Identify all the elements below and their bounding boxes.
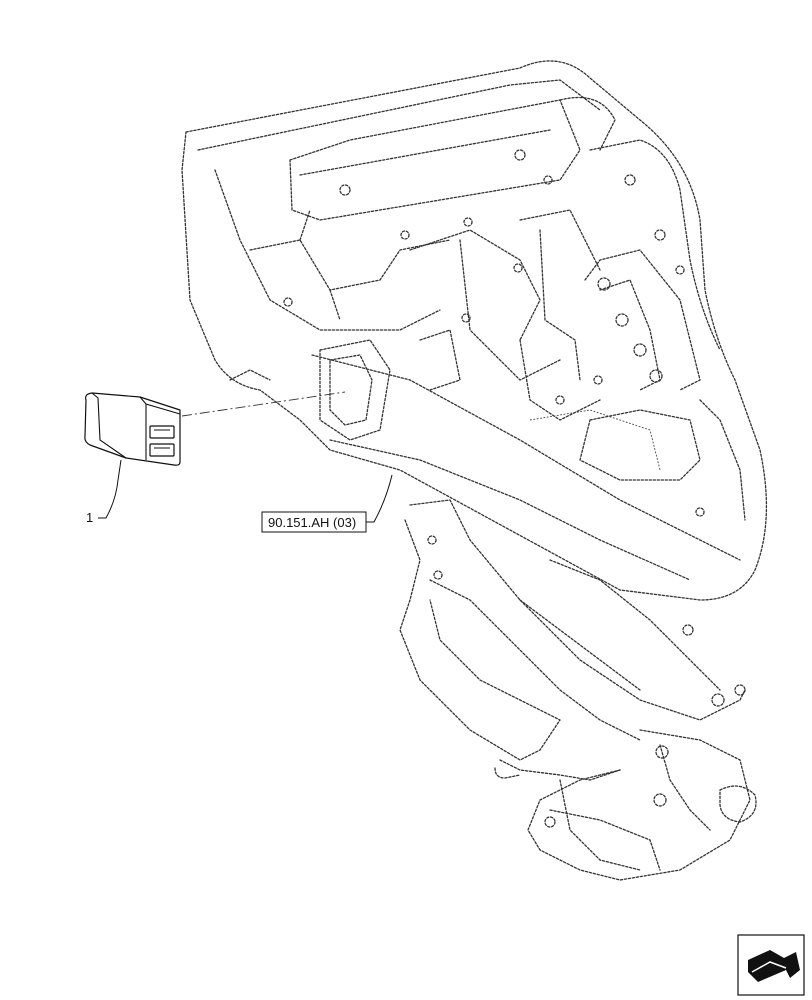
console-body [181,60,768,601]
blanking-plug-part [84,392,181,466]
reference-box [261,511,367,533]
support-bracket [399,499,757,881]
item-1-label: 1 [86,510,93,525]
assembly-axis-line [181,391,346,417]
item-1-leader [98,459,122,519]
view-direction-arrow-icon [737,934,805,996]
reference-leader [366,474,393,523]
reference-label: 90.151.AH (03) [268,515,356,530]
